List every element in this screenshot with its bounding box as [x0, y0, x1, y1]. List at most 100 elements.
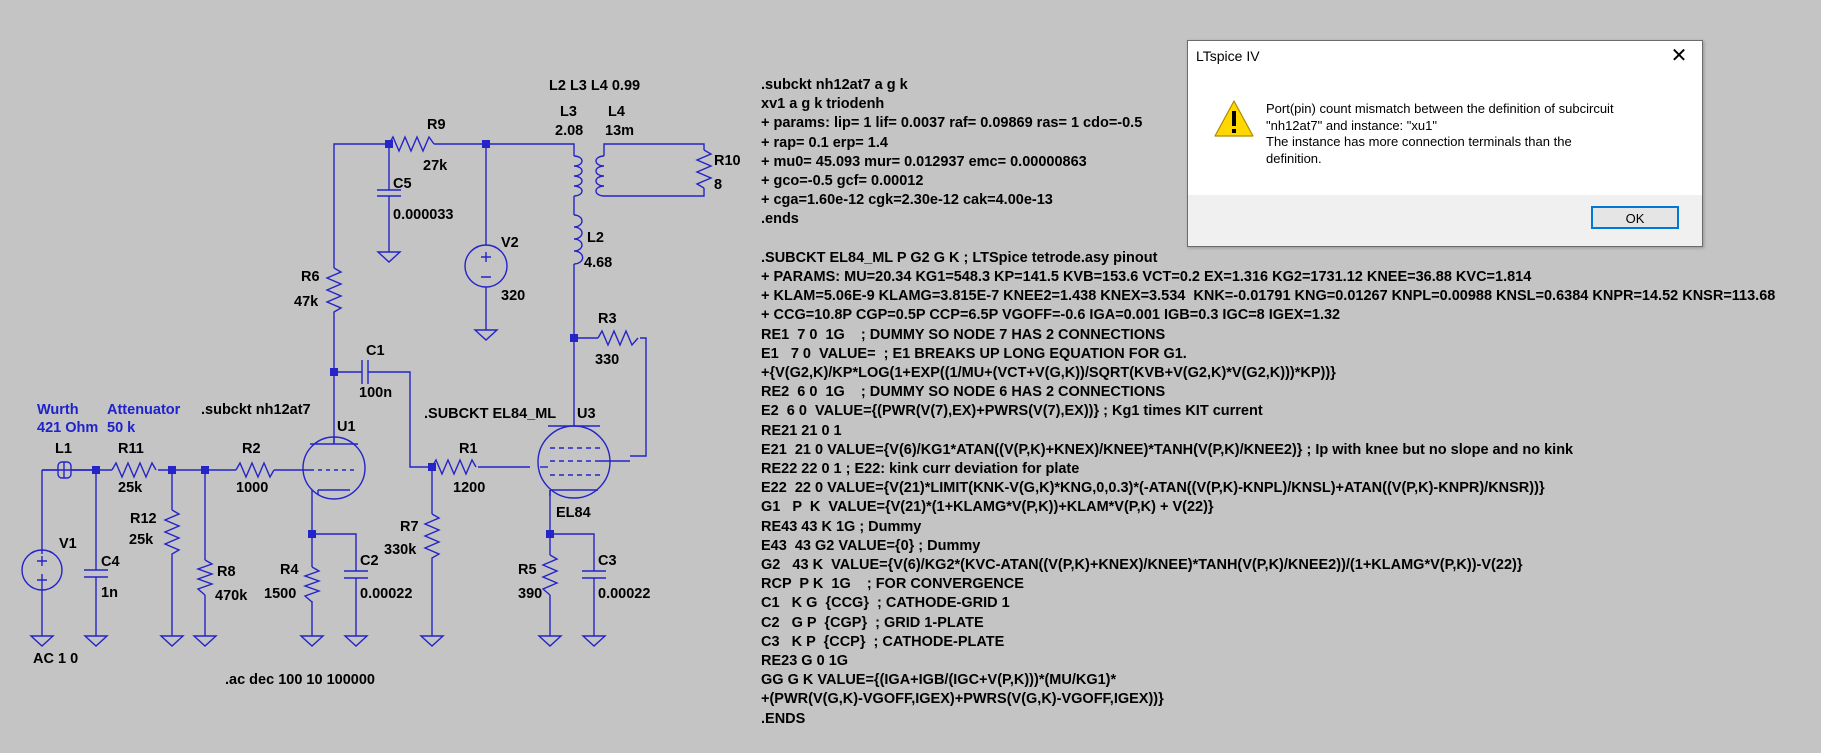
netlist-line: .SUBCKT EL84_ML P G2 G K ; LTSpice tetro…: [761, 249, 1158, 266]
r4-value: 1500: [264, 586, 296, 602]
netlist-line: RE21 21 0 1: [761, 422, 842, 439]
u1-subckt-label[interactable]: .subckt nh12at7: [201, 402, 311, 418]
r10-value: 8: [714, 177, 722, 193]
l4-symbol[interactable]: [595, 155, 605, 197]
r9-value: 27k: [423, 158, 448, 174]
r4-symbol[interactable]: [302, 566, 322, 603]
c2-value: 0.00022: [360, 586, 412, 602]
r12-name: R12: [130, 511, 157, 527]
ac-analysis-directive[interactable]: .ac dec 100 10 100000: [225, 672, 375, 688]
netlist-line: G2 43 K VALUE={V(6)/KG2*(KVC-ATAN((V(P,K…: [761, 557, 1523, 574]
l4-name: L4: [608, 104, 625, 120]
r12-symbol[interactable]: [163, 509, 181, 556]
r2-symbol[interactable]: [235, 461, 275, 479]
dialog-message-line: The instance has more connection termina…: [1266, 134, 1572, 149]
netlist-line: E43 43 G2 VALUE={0} ; Dummy: [761, 537, 981, 554]
l2-value: 4.68: [584, 255, 612, 271]
r1-name: R1: [459, 441, 478, 457]
r8-value: 470k: [215, 588, 248, 604]
source-label-2[interactable]: 421 Ohm: [37, 420, 98, 436]
netlist-line: RE43 43 K 1G ; Dummy: [761, 518, 922, 535]
r5-symbol[interactable]: [541, 554, 559, 596]
c5-name: C5: [393, 176, 412, 192]
r9-name: R9: [427, 117, 446, 133]
attenuator-label-2[interactable]: 50 k: [107, 420, 136, 436]
c4-name: C4: [101, 554, 120, 570]
r3-name: R3: [598, 311, 617, 327]
netlist-line: RE1 7 0 1G ; DUMMY SO NODE 7 HAS 2 CONNE…: [761, 326, 1166, 343]
netlist-line: E2 6 0 VALUE={(PWR(V(7),EX)+PWRS(V(7),EX…: [761, 403, 1263, 420]
v2-symbol[interactable]: [464, 244, 508, 288]
coupling-directive[interactable]: L2 L3 L4 0.99: [549, 78, 640, 94]
l1-symbol[interactable]: [57, 461, 96, 479]
u3-subckt-label[interactable]: .SUBCKT EL84_ML: [424, 406, 556, 422]
r3-symbol[interactable]: [597, 329, 639, 347]
c5-value: 0.000033: [393, 207, 453, 223]
netlist-line: .subckt nh12at7 a g k: [761, 77, 908, 93]
u1-name: U1: [337, 419, 356, 435]
netlist-line: RE23 G 0 1G: [761, 653, 849, 670]
c2-symbol[interactable]: [344, 570, 368, 585]
v2-value: 320: [501, 288, 525, 304]
l2-name: L2: [587, 230, 604, 246]
r12-value: 25k: [129, 532, 154, 548]
wires: [41, 143, 705, 628]
c4-symbol[interactable]: [84, 569, 108, 584]
r6-symbol[interactable]: [325, 267, 343, 316]
subcircuit-netlist-text[interactable]: .subckt nh12at7 a g k xv1 a g k triodenh +…: [761, 76, 1775, 729]
netlist-line: .ENDS: [761, 710, 806, 727]
r6-value: 47k: [294, 294, 319, 310]
c1-symbol[interactable]: [361, 360, 380, 384]
r2-name: R2: [242, 441, 261, 457]
r5-value: 390: [518, 586, 542, 602]
netlist-line: xv1 a g k triodenh: [761, 96, 885, 113]
l2-symbol[interactable]: [573, 214, 584, 265]
c3-value: 0.00022: [598, 586, 650, 602]
c4-value: 1n: [101, 585, 118, 601]
netlist-line: RE2 6 0 1G ; DUMMY SO NODE 6 HAS 2 CONNE…: [761, 384, 1166, 401]
netlist-line: C1 K G {CCG} ; CATHODE-GRID 1: [761, 595, 1010, 612]
netlist-line: +{V(G2,K)/KP*LOG(1+EXP((1/MU+(VCT+V(G,K)…: [761, 365, 1336, 382]
ok-button[interactable]: OK: [1591, 206, 1679, 229]
l1-name: L1: [55, 441, 72, 457]
netlist-line: RCP P K 1G ; FOR CONVERGENCE: [761, 576, 1024, 593]
netlist-line: + rap= 0.1 erp= 1.4: [761, 134, 888, 151]
netlist-line: + gco=-0.5 gcf= 0.00012: [761, 173, 924, 190]
netlist-line: E21 21 0 VALUE={V(6)/KG1*ATAN((V(P,K)+KN…: [761, 441, 1574, 458]
netlist-line: RE22 22 0 1 ; E22: kink curr deviation f…: [761, 461, 1080, 478]
r5-name: R5: [518, 562, 537, 578]
netlist-line: C3 K P {CCP} ; CATHODE-PLATE: [761, 633, 1005, 650]
l3-symbol[interactable]: [573, 155, 583, 197]
r4-name: R4: [280, 562, 299, 578]
r10-symbol[interactable]: [695, 149, 713, 189]
l3-value: 2.08: [555, 123, 583, 139]
ac-source-value[interactable]: AC 1 0: [33, 651, 78, 667]
netlist-line: GG G K VALUE={(IGA+IGB/(IGC+V(P,K)))*(MU…: [761, 672, 1117, 689]
r3-value: 330: [595, 352, 619, 368]
close-icon[interactable]: ✕: [1670, 45, 1688, 67]
c5-symbol[interactable]: [377, 189, 401, 204]
junction-dots: [92, 140, 578, 538]
r7-symbol[interactable]: [423, 513, 441, 564]
c3-symbol[interactable]: [582, 570, 606, 585]
r9-symbol[interactable]: [388, 135, 435, 153]
u1-triode-symbol[interactable]: [302, 436, 366, 500]
v1-name: V1: [59, 536, 77, 552]
dialog-message: Port(pin) count mismatch between the def…: [1266, 101, 1676, 167]
v2-name: V2: [501, 235, 519, 251]
dialog-title: LTspice IV: [1196, 48, 1260, 64]
source-label-1[interactable]: Wurth: [37, 402, 79, 418]
v1-symbol[interactable]: [21, 549, 63, 591]
dialog-footer: OK: [1188, 195, 1702, 246]
r1-value: 1200: [453, 480, 485, 496]
c1-value: 100n: [359, 385, 392, 401]
netlist-line: + CCG=10.8P CGP=0.5P CCP=6.5P VGOFF=-0.6…: [761, 307, 1341, 324]
dialog-message-line: Port(pin) count mismatch between the def…: [1266, 101, 1614, 116]
r6-name: R6: [301, 269, 320, 285]
r1-symbol[interactable]: [431, 458, 477, 476]
u3-pentode-symbol[interactable]: [537, 420, 630, 499]
r8-symbol[interactable]: [195, 559, 215, 596]
attenuator-label-1[interactable]: Attenuator: [107, 402, 181, 418]
r11-symbol[interactable]: [111, 461, 157, 479]
